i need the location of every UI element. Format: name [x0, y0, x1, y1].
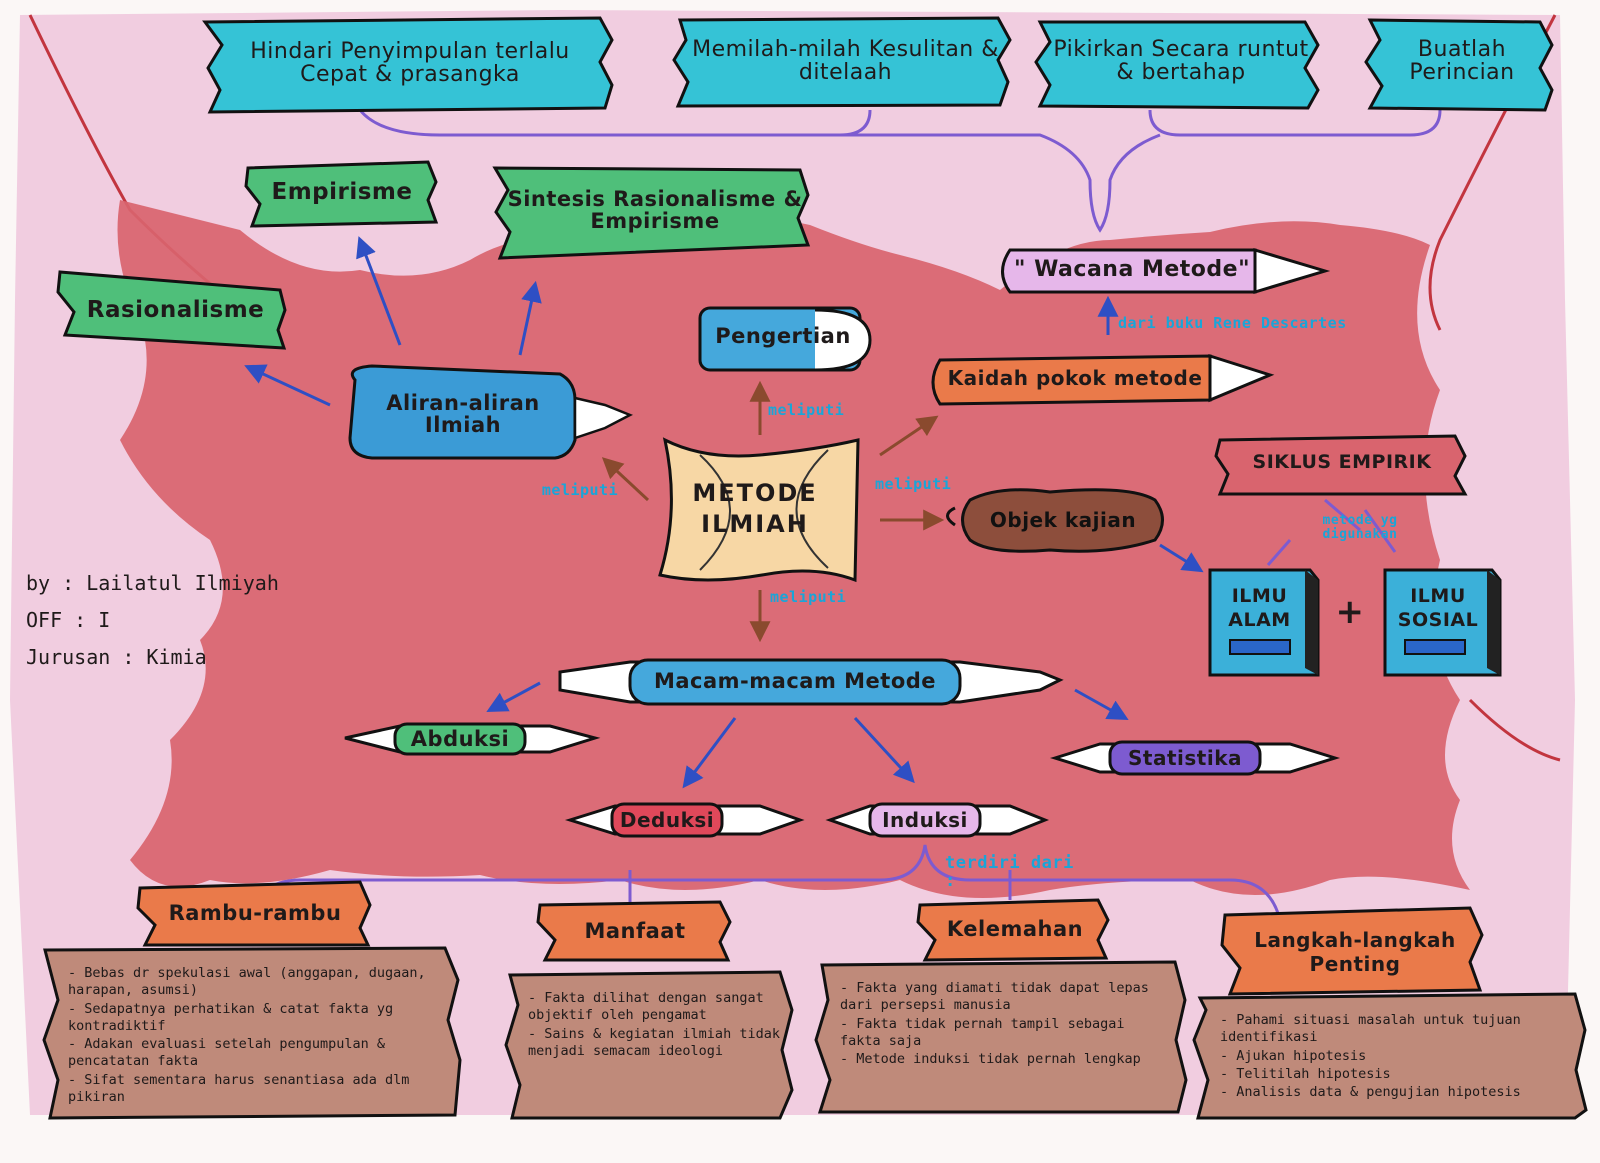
plus-sign: +	[1335, 592, 1365, 632]
aliran-glue-tip	[573, 396, 633, 440]
manfaat-box	[504, 970, 794, 1120]
kaidah-pencil	[931, 354, 1212, 406]
rambu-label: Rambu-rambu	[168, 901, 342, 925]
macam-metode-label: Macam-macam Metode	[653, 669, 937, 693]
meliputi-up: meliputi	[768, 401, 845, 419]
macam-marker-body	[628, 658, 962, 706]
statistika-label: Statistika	[1128, 746, 1242, 770]
rasionalisme-label: Rasionalisme	[86, 297, 265, 323]
top-connector-lines	[358, 109, 1442, 233]
pengertian-eraser-end	[814, 308, 872, 372]
list-item: - Bebas dr spekulasi awal (anggapan, dug…	[68, 965, 426, 999]
siklus-shape	[1214, 434, 1468, 496]
ilmu-alam-label: ILMU ALAM	[1228, 585, 1291, 631]
tip-banner-1-shape	[202, 16, 614, 114]
langkah-label: Langkah-langkah Penting	[1254, 928, 1456, 976]
pengertian-label: Pengertian	[715, 324, 851, 348]
dari-buku-note: dari buku Rene Descartes	[1118, 314, 1347, 332]
ilmu-sosial-label: ILMU SOSIAL	[1397, 585, 1479, 631]
tip-detail: Buatlah Perincian	[1409, 37, 1515, 86]
list-item: - Telitilah hipotesis	[1220, 1065, 1391, 1082]
kelemahan-shape	[916, 898, 1110, 962]
tip-banner-4-shape	[1364, 18, 1554, 112]
center-book-spine	[699, 449, 829, 571]
wacana-pencil-tip	[1253, 247, 1331, 295]
author-off: OFF : I	[26, 608, 111, 632]
deduksi-label: Deduksi	[619, 808, 715, 832]
list-item: - Fakta tidak pernah tampil sebagai fakt…	[840, 1015, 1125, 1049]
kelemahan-box	[814, 960, 1188, 1114]
langkah-list: - Pahami situasi masalah untuk tujuan id…	[1220, 1012, 1575, 1102]
author-jurusan: Jurusan : Kimia	[26, 645, 207, 669]
sintesis-shape	[492, 166, 811, 260]
manfaat-list: - Fakta dilihat dengan sangat objektif o…	[528, 990, 783, 1061]
kelemahan-list: - Fakta yang diamati tidak dapat lepas d…	[840, 980, 1170, 1069]
wacana-metode-label: " Wacana Metode"	[1013, 257, 1251, 282]
manfaat-label: Manfaat	[584, 919, 686, 943]
ilmu-alam-book-side	[1305, 570, 1318, 675]
list-item: - Sedapatnya perhatikan & catat fakta yg…	[68, 1000, 394, 1034]
wacana-pencil	[1001, 248, 1257, 294]
rasionalisme-shape	[56, 270, 287, 350]
terdiri-dari-note: terdiri dari :	[945, 853, 1074, 891]
meliputi-down: meliputi	[770, 588, 847, 606]
metode-digunakan-note: metode yg digunakan	[1322, 513, 1398, 542]
langkah-box	[1192, 992, 1588, 1120]
sintesis-label: Sintesis Rasionalisme & Empirisme	[507, 187, 803, 234]
empirisme-label: Empirisme	[271, 179, 413, 205]
list-item: - Pahami situasi masalah untuk tujuan id…	[1220, 1012, 1521, 1046]
list-item: - Adakan evaluasi setelah pengumpulan & …	[68, 1036, 385, 1070]
center-title: METODE ILMIAH	[692, 479, 818, 539]
list-item: - Fakta dilihat dengan sangat objektif o…	[528, 990, 764, 1024]
induksi-label: Induksi	[882, 808, 968, 832]
list-item: - Sifat sementara harus senantiasa ada d…	[68, 1071, 410, 1105]
tip-avoid-haste: Hindari Penyimpulan terlalu Cepat & pras…	[250, 39, 570, 88]
meliputi-right: meliputi	[875, 475, 952, 493]
rambu-box	[42, 946, 462, 1120]
kelemahan-label: Kelemahan	[946, 917, 1084, 941]
rambu-list: - Bebas dr spekulasi awal (anggapan, dug…	[68, 965, 448, 1107]
author-block: by : Lailatul Ilmiyah OFF : I Jurusan : …	[26, 565, 279, 676]
siklus-empirik-label: SIKLUS EMPIRIK	[1252, 451, 1432, 473]
list-item: - Sains & kegiatan ilmiah tidak menjadi …	[528, 1025, 780, 1059]
langkah-shape	[1220, 906, 1484, 996]
empirisme-shape	[244, 160, 439, 228]
kaidah-pokok-label: Kaidah pokok metode	[947, 366, 1203, 390]
abduksi-label: Abduksi	[410, 727, 510, 751]
manfaat-shape	[536, 900, 732, 962]
tip-think-stepwise: Pikirkan Secara runtut & bertahap	[1053, 37, 1309, 86]
kaidah-pencil-tip	[1208, 353, 1275, 403]
tip-banner-2-shape	[672, 16, 1012, 108]
objek-kajian-label: Objek kajian	[989, 508, 1137, 532]
list-item: - Analisis data & pengujian hipotesis	[1220, 1084, 1521, 1101]
tip-sort-difficulties: Memilah-milah Kesulitan & ditelaah	[692, 37, 999, 86]
aliran-glue	[348, 364, 577, 460]
tip-banner-3-shape	[1034, 20, 1320, 110]
list-item: - Ajukan hipotesis	[1220, 1047, 1367, 1064]
rambu-shape	[136, 880, 372, 947]
aliran-label: Aliran-aliran Ilmiah	[386, 391, 540, 438]
author-by: by : Lailatul Ilmiyah	[26, 571, 279, 595]
list-item: - Fakta yang diamati tidak dapat lepas d…	[840, 980, 1149, 1014]
objek-case	[961, 488, 1164, 553]
ilmu-sosial-book-side	[1487, 570, 1500, 675]
meliputi-left: meliputi	[541, 481, 619, 499]
objek-case-zip	[946, 506, 956, 527]
list-item: - Metode induksi tidak pernah lengkap	[840, 1051, 1141, 1068]
